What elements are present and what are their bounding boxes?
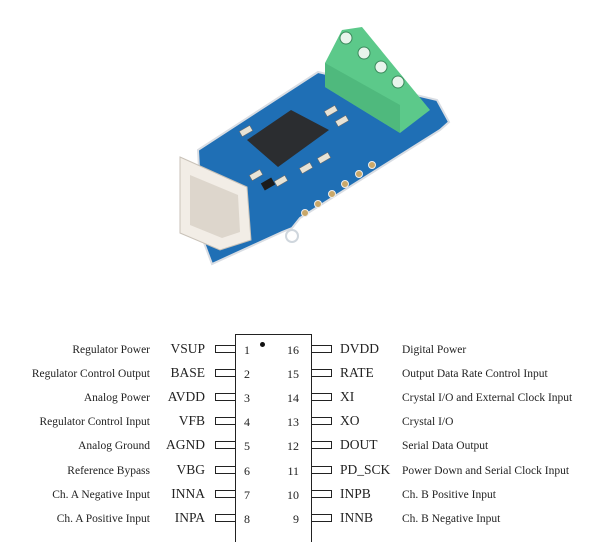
pin-description: Regulator Control Input [39, 416, 150, 429]
pin-description: Analog Power [83, 392, 150, 405]
pin-number: 7 [244, 487, 250, 502]
pin-lead [312, 513, 332, 522]
pin-lead [312, 369, 332, 378]
pin-number: 1 [244, 343, 250, 357]
pin-number: 3 [244, 391, 250, 406]
pin-lead [215, 345, 235, 353]
pin-lead [312, 441, 332, 450]
screw-terminal-front [325, 63, 400, 133]
pin-lead [215, 489, 235, 498]
pin-name: BASE [170, 365, 205, 381]
pin-number: 15 [287, 367, 299, 382]
pin-name: AVDD [167, 389, 205, 405]
smd-components [238, 105, 350, 187]
header-pins [301, 161, 376, 217]
pin-description: Regulator Control Output [31, 368, 150, 381]
pin-number: 2 [244, 367, 250, 382]
pin-name: RATE [340, 365, 374, 381]
pin-name: INPB [340, 485, 371, 501]
module-photo [179, 27, 451, 266]
pin-name: AGND [166, 437, 205, 453]
mounting-hole [285, 229, 299, 243]
pin-number: 6 [244, 463, 250, 478]
pin-name: VFB [178, 413, 205, 429]
pin-number: 13 [287, 415, 299, 430]
pin-description: Output Data Rate Control Input [402, 368, 548, 381]
pin-number: 4 [244, 415, 250, 430]
pin-name: XI [340, 389, 355, 405]
pin-name: DVDD [340, 341, 379, 356]
pin-number: 11 [287, 463, 299, 478]
pin-lead [215, 513, 235, 522]
pin-name: VSUP [170, 341, 205, 356]
pin-number: 9 [293, 511, 299, 526]
grove-connector-slot [190, 175, 240, 238]
pin-description: Ch. B Positive Input [402, 488, 496, 501]
pin-description: Serial Data Output [402, 440, 489, 453]
pin-lead [312, 465, 332, 474]
ic-package-outline [235, 334, 312, 542]
pin-lead [215, 393, 235, 402]
pin-name: INNB [340, 509, 373, 525]
pin-description: Ch. A Negative Input [52, 488, 150, 501]
pin-lead [215, 417, 235, 426]
pin-name: VBG [176, 461, 205, 477]
pin-name: DOUT [340, 437, 378, 453]
pin-description: Crystal I/O [402, 416, 454, 429]
pin-lead [215, 441, 235, 450]
pin-description: Ch. A Positive Input [56, 512, 150, 525]
hx711-chip [247, 110, 329, 167]
transistor [260, 177, 276, 191]
pin-name: INNA [171, 485, 205, 501]
pin-lead [312, 489, 332, 498]
pin-number: 5 [244, 439, 250, 454]
pin-name: PD_SCK [340, 461, 391, 477]
screw-terminal [325, 27, 430, 133]
pin-lead [215, 465, 235, 474]
pin-lead [312, 393, 332, 402]
pin1-marker [260, 342, 265, 347]
pin-number: 8 [244, 511, 250, 526]
pin-name: XO [340, 413, 360, 429]
pin-number: 12 [287, 439, 299, 454]
pin-description: Ch. B Negative Input [402, 512, 501, 525]
terminal-screws [339, 31, 405, 89]
pin-description: Analog Ground [78, 440, 150, 453]
pin-description: Power Down and Serial Clock Input [402, 464, 570, 477]
pin-number: 14 [287, 391, 299, 406]
pin-lead [312, 345, 332, 353]
pin-lead [312, 417, 332, 426]
pin-lead [215, 369, 235, 378]
pin-name: INPA [174, 509, 205, 525]
pin-description: Reference Bypass [67, 464, 150, 477]
pin-description: Digital Power [402, 344, 467, 356]
pin-number: 10 [287, 487, 299, 502]
pin-description: Crystal I/O and External Clock Input [402, 392, 573, 405]
pin-description: Regulator Power [72, 344, 150, 356]
pin-number: 16 [287, 343, 299, 357]
